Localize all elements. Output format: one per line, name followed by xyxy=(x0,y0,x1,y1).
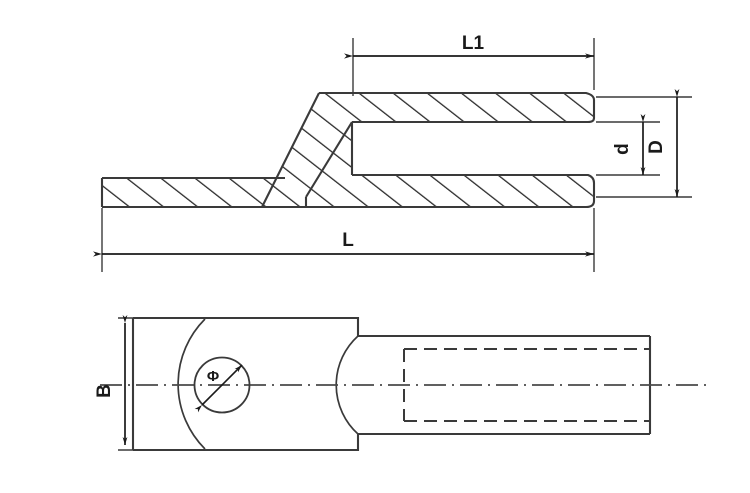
section-outline xyxy=(100,91,596,209)
palm-round-end-arc xyxy=(177,318,206,450)
extension-lines-section xyxy=(101,38,692,272)
transition-top-edge xyxy=(261,92,320,208)
hidden-bore-outline xyxy=(403,348,650,422)
hatch-fill-upper xyxy=(102,93,594,207)
dim-label-d-inner: d xyxy=(612,143,633,155)
section-hatching xyxy=(102,93,594,207)
bolt-hole-circle xyxy=(193,356,251,414)
barrel-lower-wall-outline xyxy=(306,173,596,209)
dim-label-l1: L1 xyxy=(462,33,485,54)
palm-outline xyxy=(131,316,360,452)
dim-label-b: B xyxy=(94,384,115,398)
dimension-l: L xyxy=(93,230,594,257)
dim-label-phi: Φ xyxy=(207,368,219,385)
plan-top-view: Φ B xyxy=(94,315,712,452)
bolt-hole-diameter-leader xyxy=(194,364,243,413)
dim-label-d-outer: D xyxy=(646,140,667,154)
dim-label-l: L xyxy=(342,230,354,251)
dimension-l1: L1 xyxy=(344,33,594,59)
dimension-d-inner: d xyxy=(612,114,646,175)
dimension-b: B xyxy=(94,315,128,445)
barrel-upper-wall-outline xyxy=(319,91,596,124)
sectional-side-view: L1 L D d xyxy=(93,33,692,272)
palm-top-edge xyxy=(133,316,360,336)
palm-bottom-edge xyxy=(133,434,360,452)
dimension-d-outer: D xyxy=(646,89,680,197)
extension-lines-plan xyxy=(118,317,175,451)
transition-inner-edge xyxy=(305,121,353,198)
